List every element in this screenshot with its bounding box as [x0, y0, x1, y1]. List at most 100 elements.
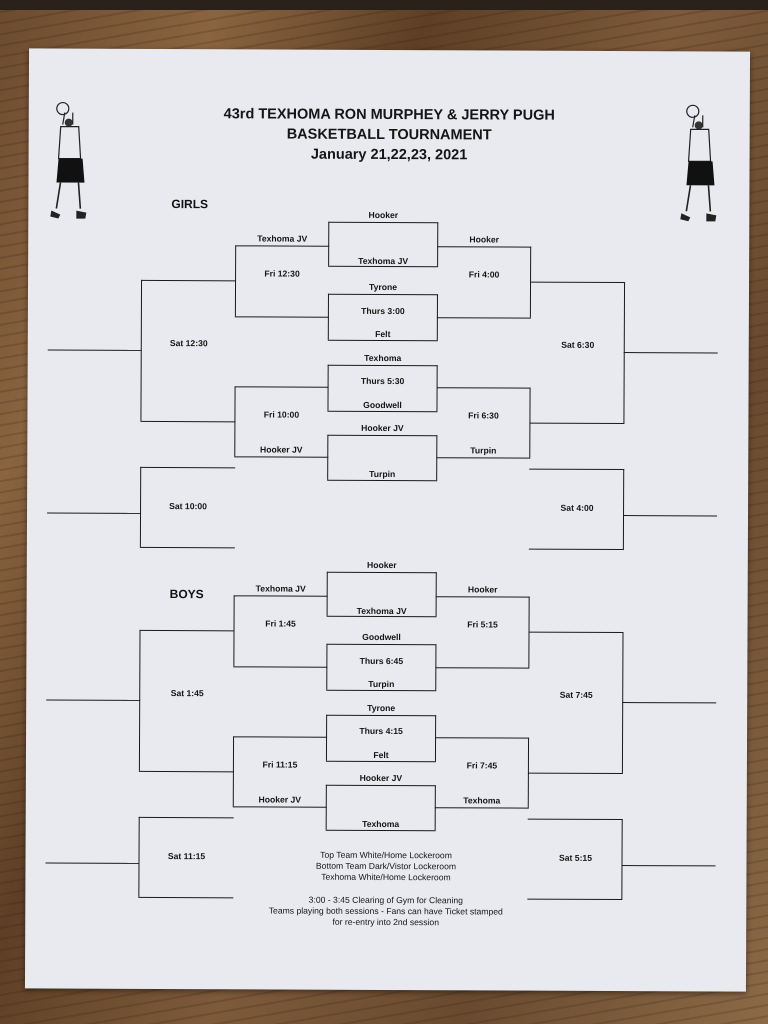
girls-teams-left-upper: Texhoma JV [257, 233, 308, 244]
boys-section-label: BOYS [169, 587, 204, 602]
boys-times-fri-right-upper: Fri 5:15 [467, 619, 498, 630]
boys-teams-r1-g3-top: Tyrone [367, 702, 396, 714]
girls-bracket-line [327, 364, 438, 367]
girls-bracket-line [328, 265, 439, 268]
girls-bracket-line [140, 466, 236, 469]
boys-bracket-line [325, 784, 436, 787]
boys-bracket-line [326, 615, 437, 618]
boys-bracket-line [326, 714, 437, 717]
girls-bracket-line [327, 479, 438, 482]
girls-teams-left-lower: Hooker JV [260, 444, 303, 455]
boys-teams-r1-g4-top: Hooker JV [359, 772, 403, 784]
girls-teams-r1-g1-top: Hooker [368, 209, 399, 221]
girls-times-sat-left-consol: Sat 10:00 [169, 501, 207, 512]
title-line-3: January 21,22,23, 2021 [310, 146, 468, 164]
girls-times-sat-left-main: Sat 12:30 [169, 338, 208, 349]
boys-teams-r1-g2-top: Goodwell [362, 631, 401, 643]
girls-bracket-line [436, 457, 531, 459]
girls-section-label: GIRLS [171, 197, 209, 212]
boys-bracket-line [233, 595, 328, 598]
girls-times-thurs-g2: Thurs 3:00 [361, 305, 405, 317]
girls-bracket-line [234, 316, 329, 319]
boys-times-sat-left-main: Sat 1:45 [170, 688, 204, 699]
girls-bracket-line [140, 420, 236, 423]
title-line-2: BASKETBALL TOURNAMENT [286, 126, 492, 144]
girls-bracket-line [622, 469, 625, 550]
girls-times-sat-right-consol: Sat 4:00 [560, 502, 594, 513]
boys-teams-r1-g2-bottom: Turpin [368, 678, 395, 690]
girls-bracket-line [139, 466, 142, 547]
girls-bracket-line [437, 246, 532, 248]
girls-bracket-line [234, 456, 329, 459]
girls-bracket-line [328, 221, 439, 224]
top-edge-shadow [0, 0, 768, 10]
girls-bracket-line [327, 410, 438, 413]
boys-bracket-line [434, 807, 529, 809]
boys-times-fri-left-lower: Fri 11:15 [262, 759, 298, 770]
girls-bracket-line [529, 468, 625, 471]
girls-times-fri-left-lower: Fri 10:00 [263, 409, 300, 420]
girls-teams-right-lower: Turpin [470, 445, 497, 456]
boys-bracket-line [138, 770, 234, 773]
girls-bracket-line [623, 515, 718, 517]
girls-bracket-line [436, 387, 531, 389]
basketball-player-icon-right [680, 104, 717, 222]
note-line-7: for re-entry into 2nd session [332, 916, 440, 928]
boys-teams-r1-g1-bottom: Texhoma JV [356, 605, 407, 617]
girls-bracket-line [328, 221, 330, 266]
girls-bracket-line [623, 352, 718, 354]
boys-bracket-line [325, 829, 436, 832]
girls-times-sat-right-main: Sat 6:30 [561, 339, 595, 350]
boys-bracket-line [435, 667, 530, 669]
girls-teams-r1-g4-bottom: Turpin [369, 468, 396, 480]
boys-bracket-line [139, 629, 235, 632]
boys-teams-r1-g1-top: Hooker [366, 559, 397, 571]
note-line-3: Texhoma White/Home Lockeroom [321, 871, 451, 883]
girls-bracket-line [327, 339, 438, 342]
girls-bracket-line [529, 422, 625, 425]
boys-teams-right-lower: Texhoma [463, 795, 501, 806]
boys-bracket-line [326, 643, 437, 646]
boys-times-sat-right-main: Sat 7:45 [559, 689, 593, 700]
girls-bracket-line [47, 349, 142, 352]
girls-bracket-line [139, 546, 235, 549]
boys-bracket-line [233, 736, 328, 739]
girls-bracket-line [327, 293, 438, 296]
girls-bracket-line [141, 279, 237, 282]
girls-teams-right-upper: Hooker [469, 234, 500, 245]
boys-teams-left-lower: Hooker JV [258, 794, 302, 805]
girls-bracket-line [437, 222, 439, 267]
girls-bracket-line [47, 512, 142, 515]
girls-bracket-line [528, 548, 624, 551]
girls-teams-r1-g2-bottom: Felt [375, 328, 391, 340]
girls-teams-r1-g2-top: Tyrone [368, 281, 398, 293]
boys-bracket-line [326, 689, 437, 692]
boys-teams-right-upper: Hooker [467, 584, 498, 595]
boys-bracket-line [46, 699, 141, 702]
boys-bracket-line [435, 737, 530, 739]
boys-bracket-line [232, 806, 327, 809]
boys-bracket-line [233, 666, 328, 669]
girls-bracket-line [530, 281, 626, 284]
girls-times-fri-right-upper: Fri 4:00 [468, 269, 500, 280]
girls-times-thurs-g3: Thurs 5:30 [360, 375, 405, 387]
basketball-player-icon-left [50, 101, 87, 219]
girls-bracket-line [235, 245, 330, 248]
boys-times-thurs-g3: Thurs 4:15 [359, 725, 403, 737]
girls-teams-r1-g3-bottom: Goodwell [363, 399, 402, 411]
boys-bracket-line [527, 772, 623, 775]
girls-bracket-line [327, 434, 438, 437]
boys-bracket-line [138, 816, 234, 819]
bracket-sheet: 43rd TEXHOMA RON MURPHEY & JERRY PUGH BA… [24, 48, 751, 992]
boys-times-fri-left-upper: Fri 1:45 [265, 618, 296, 629]
boys-teams-r1-g3-bottom: Felt [373, 749, 389, 761]
boys-times-thurs-g2: Thurs 6:45 [359, 655, 404, 667]
girls-bracket-line [234, 386, 329, 389]
girls-times-fri-right-lower: Fri 6:30 [468, 410, 499, 421]
boys-bracket-line [326, 571, 329, 616]
girls-teams-r1-g1-bottom: Texhoma JV [358, 255, 409, 267]
title-line-1: 43rd TEXHOMA RON MURPHEY & JERRY PUGH [223, 106, 555, 124]
boys-bracket-line [326, 571, 437, 574]
girls-times-fri-left-upper: Fri 12:30 [264, 268, 300, 279]
girls-bracket-line [436, 317, 531, 319]
